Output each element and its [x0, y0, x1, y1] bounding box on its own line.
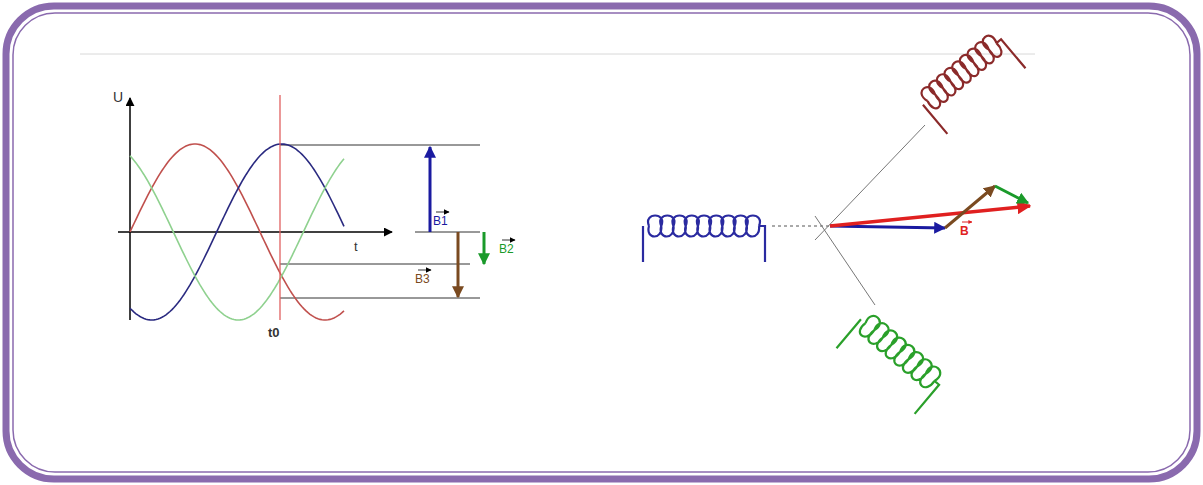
- guide-lines: [280, 145, 480, 298]
- axis: [118, 231, 392, 233]
- axis: [129, 98, 131, 320]
- label: t: [354, 240, 358, 253]
- coil: [837, 310, 947, 414]
- vector-b2: [995, 186, 1028, 203]
- vector-b3: [457, 232, 460, 297]
- label: B: [960, 225, 969, 237]
- label: B2: [499, 243, 514, 255]
- vector-b3: [945, 186, 995, 228]
- coil-winding: [837, 310, 947, 414]
- coil: [643, 216, 765, 263]
- label: U: [113, 90, 123, 104]
- sine-curve: [130, 156, 344, 320]
- vector-b1: [429, 147, 432, 232]
- coil: [915, 30, 1025, 134]
- coil-winding: [915, 30, 1025, 134]
- label: B1: [433, 215, 448, 227]
- vector-b1: [830, 226, 945, 228]
- coil-winding: [643, 216, 765, 263]
- frame: [6, 6, 1197, 479]
- resultant-vector: [830, 206, 1030, 226]
- label: B3: [415, 273, 430, 285]
- vector-b2: [483, 232, 486, 264]
- label: t0: [268, 326, 280, 339]
- sine-curves: [130, 144, 344, 320]
- frame: [13, 13, 1190, 472]
- sine-curve: [130, 144, 344, 320]
- rule: [80, 54, 1035, 55]
- sine-curve: [130, 144, 344, 320]
- time-marker: [279, 95, 280, 320]
- axis-line: [815, 216, 875, 305]
